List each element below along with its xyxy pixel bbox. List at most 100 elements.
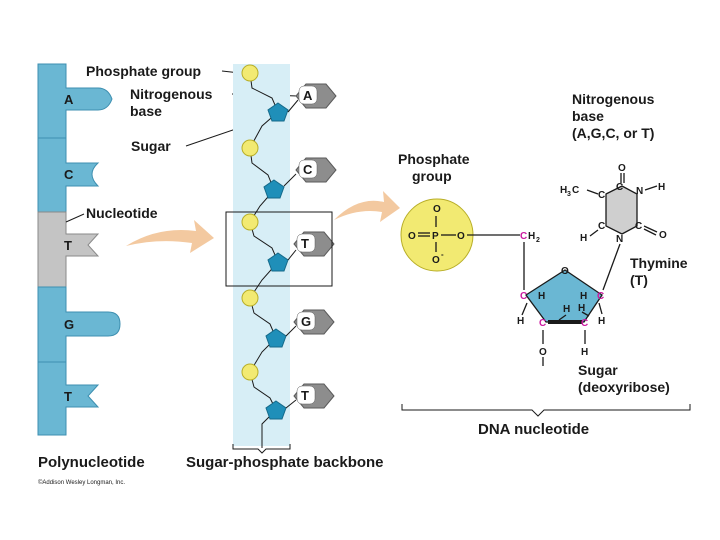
strand-base-label-1: A xyxy=(64,92,74,107)
bond-c1-h xyxy=(598,302,603,315)
bond-c4-h xyxy=(521,302,528,316)
dna-nucleotide-label: DNA nucleotide xyxy=(478,421,589,438)
bond-c2-h-up xyxy=(581,311,590,317)
backbone-title: Sugar-phosphate backbone xyxy=(186,454,384,471)
thymine-n3: N xyxy=(636,186,643,197)
detail-base-label-1: Nitrogenous xyxy=(572,91,655,107)
dna-nucleotide-bracket xyxy=(401,404,691,417)
phosphate-circle-4 xyxy=(241,289,259,307)
h-c1-down: H xyxy=(598,316,605,327)
phosphate-negative-charge: - xyxy=(441,250,444,259)
phosphate-circle-2 xyxy=(241,139,259,157)
arrow-strand-to-backbone xyxy=(126,220,214,253)
thymine-label-1: Thymine xyxy=(630,255,688,271)
h-c4: H xyxy=(538,291,545,302)
bond-c2-o-1 xyxy=(643,225,658,233)
copyright-credit: ©Addison Wesley Longman, Inc. xyxy=(38,479,125,486)
ch2-hydrogen: H xyxy=(528,231,535,242)
h-c2-down: H xyxy=(581,347,588,358)
phosphate-o-bottom: O xyxy=(432,255,440,266)
thymine-methyl-h: H xyxy=(560,185,567,196)
sugar-phosphate-backbone: A C T G T Sugar-phosphate backbone xyxy=(186,64,384,471)
backbone-base-label-3: T xyxy=(301,236,309,251)
dna-nucleotide-detail: Phosphate group O O P O O - C H 2 O C H … xyxy=(398,91,691,438)
detail-phosphate-label-1: Phosphate xyxy=(398,151,470,167)
base-tag-2 xyxy=(298,159,318,179)
base-tag-1 xyxy=(298,85,318,105)
sugar-pentagon-2 xyxy=(263,179,285,199)
nucleotide-highlight-box xyxy=(225,211,333,287)
ch2-carbon: C xyxy=(520,231,527,242)
phosphate-o-top: O xyxy=(433,204,441,215)
sugar-label-2: (deoxyribose) xyxy=(578,379,670,395)
base-tag-4 xyxy=(296,311,316,331)
thymine-c2: C xyxy=(635,221,642,232)
strand-segment-t xyxy=(37,361,100,436)
phosphate-circle-3 xyxy=(241,213,259,231)
sugar-label-1: Sugar xyxy=(578,362,618,378)
polynucleotide-strand: A C T G T Polynucleotide ©Addison Wesley… xyxy=(37,63,145,486)
thymine-o-right: O xyxy=(659,230,667,241)
detail-base-label-3: (A,G,C, or T) xyxy=(572,125,654,141)
strand-base-label-4: G xyxy=(64,317,74,332)
label-nucleotide: Nucleotide xyxy=(86,205,158,221)
thymine-h-c6: H xyxy=(580,233,587,244)
sugar-pentagon-1 xyxy=(267,102,289,122)
thymine-c5: C xyxy=(598,190,605,201)
h-c2-up: H xyxy=(578,303,585,314)
thymine-c4: C xyxy=(616,182,623,193)
oxygen-3prime: O xyxy=(539,347,547,358)
sugar-pentagon-4 xyxy=(265,328,287,348)
h-c3: H xyxy=(563,304,570,315)
h-c4-down: H xyxy=(517,316,524,327)
detail-base-label-2: base xyxy=(572,108,604,124)
ch2-subscript: 2 xyxy=(536,237,540,244)
label-sugar: Sugar xyxy=(131,138,171,154)
thymine-label-2: (T) xyxy=(630,272,648,288)
ring-oxygen: O xyxy=(561,266,569,277)
bond-c3-h xyxy=(558,314,567,321)
strand-base-label-2: C xyxy=(64,167,74,182)
glycosidic-link-2 xyxy=(283,173,297,187)
bond-n3-h xyxy=(644,185,658,191)
backbone-base-label-4: G xyxy=(301,314,311,329)
backbone-base-label-5: T xyxy=(301,388,309,403)
backbone-base-label-1: A xyxy=(303,88,313,103)
backbone-bracket xyxy=(232,444,291,454)
thymine-c6: C xyxy=(598,221,605,232)
thymine-h-n3: H xyxy=(658,182,665,193)
strand-segment-a xyxy=(37,63,113,139)
phosphate-circle-5 xyxy=(241,363,259,381)
label-phosphate-group: Phosphate group xyxy=(86,63,201,79)
carbon-4: C xyxy=(520,291,527,302)
carbon-1: C xyxy=(597,291,604,302)
glycosidic-link-4 xyxy=(285,325,297,337)
strand-segment-c xyxy=(37,137,100,213)
label-nitrogenous: Nitrogenous xyxy=(130,86,213,102)
strand-base-label-5: T xyxy=(64,389,72,404)
thymine-ring xyxy=(605,185,638,235)
carbon-3: C xyxy=(539,318,546,329)
base-tag-3 xyxy=(296,233,316,253)
phosphate-o-left: O xyxy=(408,231,416,242)
sugar-pentagon-3 xyxy=(267,252,289,272)
glycosidic-link-1 xyxy=(287,99,299,113)
leader-nucleotide xyxy=(65,213,85,223)
detail-phosphate-label-2: group xyxy=(412,168,452,184)
thymine-n1: N xyxy=(616,234,623,245)
sugar-pentagon-5 xyxy=(265,400,287,420)
thymine-methyl-subscript: 3 xyxy=(567,191,571,198)
glycosidic-link-3 xyxy=(287,249,297,261)
base-tag-5 xyxy=(296,385,316,405)
strand-segment-g xyxy=(37,286,121,363)
phosphate-circle-1 xyxy=(241,64,259,82)
polynucleotide-title: Polynucleotide xyxy=(38,454,145,471)
phosphate-p: P xyxy=(432,231,439,242)
carbon-2: C xyxy=(581,318,588,329)
strand-base-label-3: T xyxy=(64,238,72,253)
bond-c6-h xyxy=(589,229,599,237)
backbone-base-label-2: C xyxy=(303,162,313,177)
thymine-o-top: O xyxy=(618,163,626,174)
arrow-backbone-to-detail xyxy=(334,191,400,222)
